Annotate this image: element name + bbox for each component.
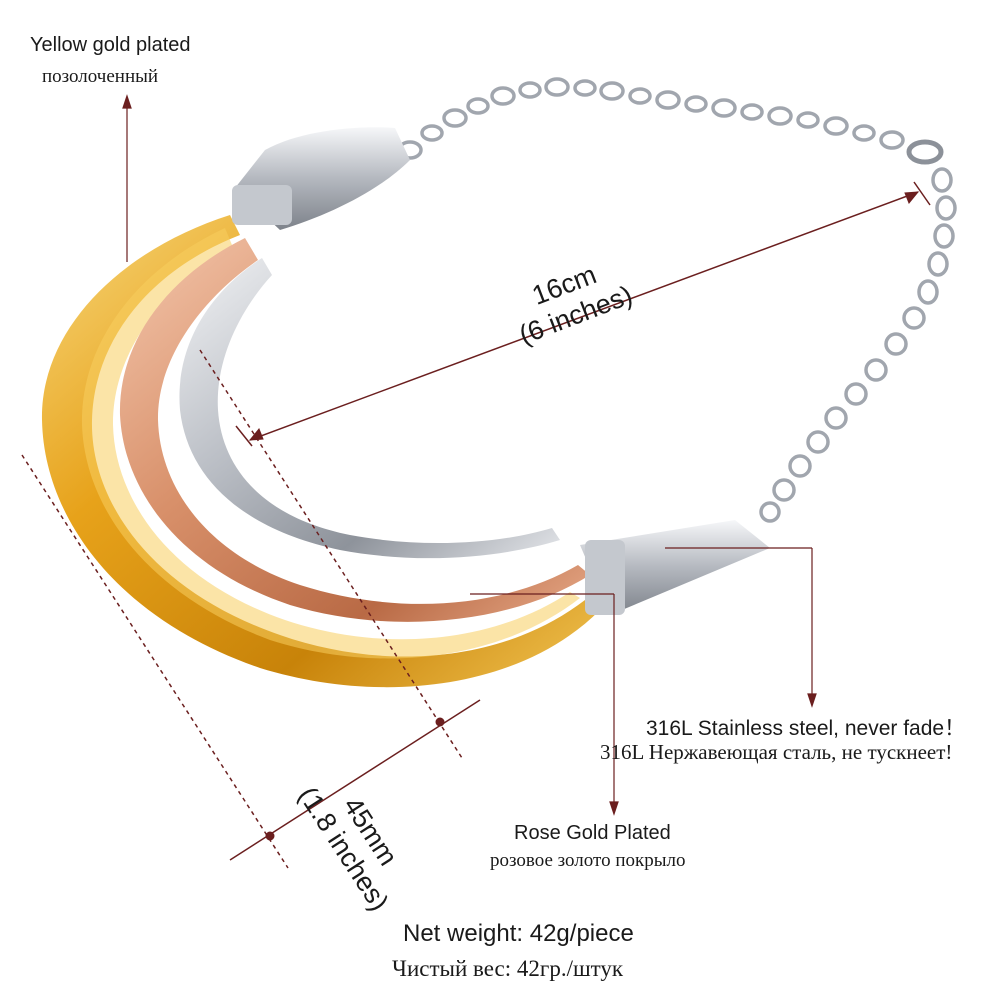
rose-gold-label-ru: розовое золото покрыло — [490, 850, 686, 871]
chain — [397, 77, 957, 523]
yellow-gold-label-ru: позолоченный — [42, 66, 159, 87]
width-dimension — [21, 349, 481, 869]
yellow-gold-label-en: Yellow gold plated — [30, 34, 191, 56]
left-end-cap — [232, 127, 410, 230]
length-dimension — [235, 181, 931, 447]
net-weight-ru: Чистый вес: 42гр./штук — [392, 956, 624, 981]
leader-lines — [122, 94, 817, 816]
right-end-cap — [580, 520, 770, 615]
gold-bar — [41, 215, 601, 688]
rose-gold-bar — [119, 238, 591, 622]
steel-label-ru: 316L Нержавеющая сталь, не тускнеет! — [600, 740, 953, 764]
steel-label-en: 316L Stainless steel, never fade！ — [646, 717, 966, 740]
rose-gold-label-en: Rose Gold Plated — [514, 822, 671, 844]
net-weight-en: Net weight: 42g/piece — [403, 920, 634, 947]
